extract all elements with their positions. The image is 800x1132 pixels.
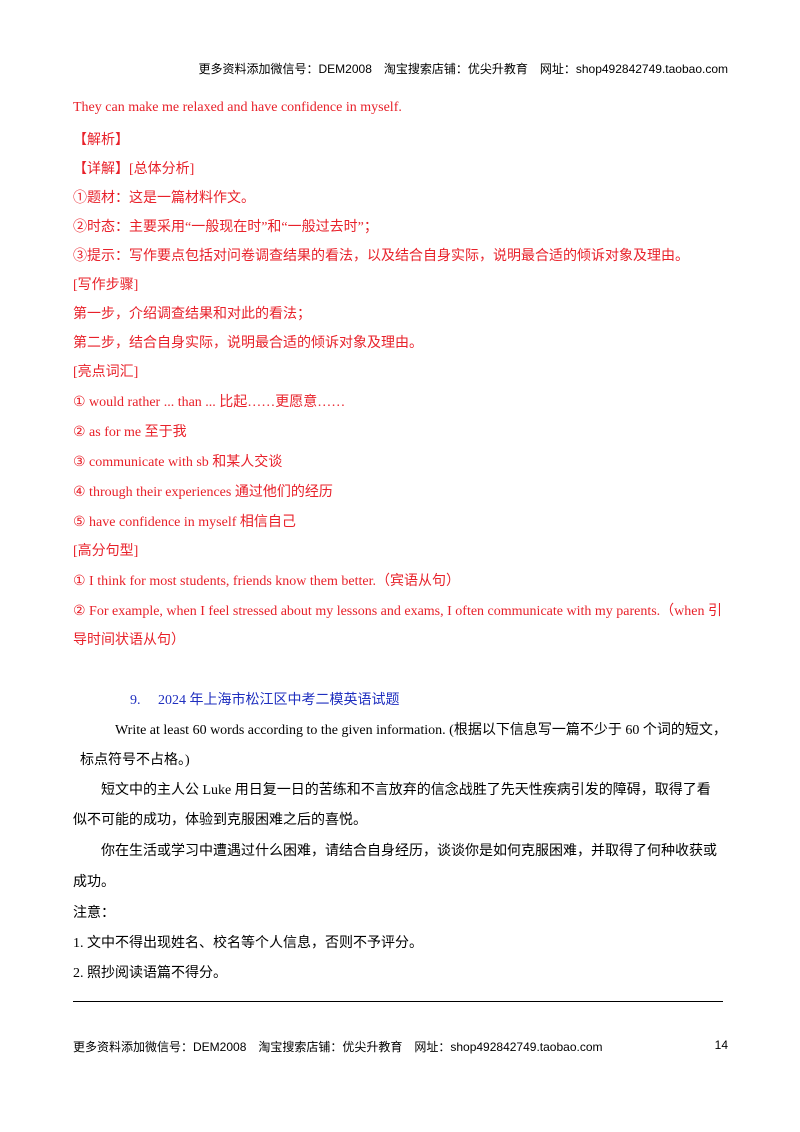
question-heading: 9. 2024 年上海市松江区中考二模英语试题 (130, 689, 400, 709)
answer-last-sentence: They can make me relaxed and have confid… (73, 100, 402, 115)
paragraph-1-line-2: 似不可能的成功，体验到克服困难之后的喜悦。 (73, 813, 367, 828)
step-2: 第二步，结合自身实际，说明最合适的倾诉对象及理由。 (73, 336, 423, 351)
analysis-item-3: ③提示：写作要点包括对问卷调查结果的看法，以及结合自身实际，说明最合适的倾诉对象… (73, 249, 689, 264)
vocab-tag: [亮点词汇] (73, 365, 139, 380)
sentence-tag: [高分句型] (73, 544, 139, 559)
analysis-item-2: ②时态：主要采用“一般现在时”和“一般过去时”； (73, 220, 378, 235)
analysis-item-1: ①题材：这是一篇材料作文。 (73, 191, 255, 206)
instruction-line-2: 标点符号不占格。) (80, 753, 190, 768)
page-header: 更多资料添加微信号：DEM2008 淘宝搜索店铺：优尖升教育 网址：shop49… (198, 62, 729, 76)
detail-tag: 【详解】[总体分析] (73, 162, 195, 177)
paragraph-2-line-2: 成功。 (73, 875, 115, 890)
vocab-item: ⑤ have confidence in myself 相信自己 (73, 515, 296, 530)
sentence-1: ① I think for most students, friends kno… (73, 574, 461, 589)
steps-tag: [写作步骤] (73, 278, 139, 293)
note-title: 注意： (73, 906, 115, 921)
step-1: 第一步，介绍调查结果和对此的看法； (73, 307, 311, 322)
note-2: 2. 照抄阅读语篇不得分。 (73, 966, 227, 981)
question-title: 2024 年上海市松江区中考二模英语试题 (158, 693, 400, 708)
vocab-item: ① would rather ... than ... 比起……更愿意…… (73, 395, 346, 410)
vocab-item: ② as for me 至于我 (73, 425, 187, 440)
paragraph-2-line-1: 你在生活或学习中遭遇过什么困难，请结合自身经历，谈谈你是如何克服困难，并取得了何… (101, 844, 717, 859)
vocab-item: ③ communicate with sb 和某人交谈 (73, 455, 283, 470)
page-footer: 更多资料添加微信号：DEM2008 淘宝搜索店铺：优尖升教育 网址：shop49… (73, 1040, 603, 1054)
note-1: 1. 文中不得出现姓名、校名等个人信息，否则不予评分。 (73, 936, 423, 951)
page-number: 14 (714, 1038, 728, 1052)
sentence-2-line-1: ② For example, when I feel stressed abou… (73, 604, 723, 619)
question-number: 9. (130, 693, 141, 708)
instruction-line-1: Write at least 60 words according to the… (115, 723, 727, 738)
sentence-2-line-2: 导时间状语从句） (73, 633, 185, 648)
vocab-item: ④ through their experiences 通过他们的经历 (73, 485, 333, 500)
footer-divider (73, 1001, 723, 1002)
analysis-tag: 【解析】 (73, 133, 129, 148)
paragraph-1-line-1: 短文中的主人公 Luke 用日复一日的苦练和不言放弃的信念战胜了先天性疾病引发的… (101, 783, 711, 798)
